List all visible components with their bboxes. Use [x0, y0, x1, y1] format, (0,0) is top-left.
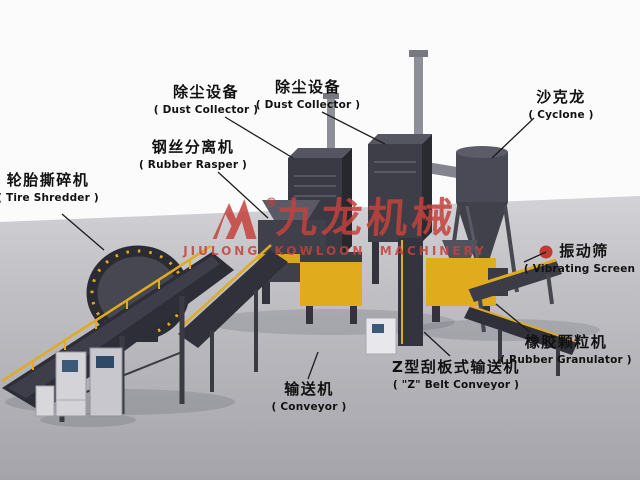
label-z-belt-conveyor: Z型刮板式输送机 ( "Z" Belt Conveyor ): [392, 358, 520, 392]
exhaust-pipes: [323, 50, 461, 179]
label-vibrating-screen: 振动筛 ( Vibrating Screen ): [523, 242, 640, 276]
registered-trademark-symbol: ®: [264, 196, 279, 211]
label-en: ( Vibrating Screen ): [523, 263, 640, 276]
label-tire-shredder: 轮胎撕碎机 ( Tire Shredder ): [0, 171, 99, 205]
label-zh: 振动筛: [559, 242, 609, 260]
brand-logo-icon: [212, 199, 257, 239]
label-zh: 轮胎撕碎机: [6, 171, 90, 189]
label-en: ( "Z" Belt Conveyor ): [392, 379, 520, 392]
label-cyclone: 沙克龙 ( Cyclone ): [528, 88, 594, 122]
label-en: ( Dust Collector ): [255, 99, 361, 112]
label-zh: 输送机: [284, 380, 334, 398]
dust-collector-2-machine: [368, 134, 432, 284]
label-en: ( Cyclone ): [528, 109, 594, 122]
label-conveyor: 输送机 ( Conveyor ): [271, 380, 347, 414]
middle-conveyor-machine: [178, 244, 288, 392]
label-zh: 除尘设备: [172, 83, 239, 101]
label-zh: 钢丝分离机: [151, 138, 235, 156]
brand-watermark: ® 九龙机械 JIULONG KOWLOON MACHINERY: [168, 194, 502, 258]
label-en: ( Rubber Granulator ): [500, 354, 632, 367]
label-leader-lines: [61, 111, 547, 380]
label-dust-collector-2: 除尘设备 ( Dust Collector ): [255, 78, 361, 112]
label-dust-collector-1: 除尘设备 ( Dust Collector ): [153, 83, 259, 117]
label-rubber-rasper: 钢丝分离机 ( Rubber Rasper ): [138, 138, 248, 172]
label-en: ( Dust Collector ): [153, 104, 259, 117]
label-zh: 沙克龙: [536, 88, 586, 106]
brand-name-en: JIULONG KOWLOON MACHINERY: [183, 244, 487, 258]
brand-name-zh: 九龙机械: [274, 194, 459, 242]
discharge-conveyor-machine: [464, 305, 579, 376]
label-en: ( Rubber Rasper ): [138, 159, 248, 172]
vibrating-screen-machine: [467, 245, 562, 333]
label-zh: Z型刮板式输送机: [392, 358, 520, 376]
control-cabinets: [35, 347, 123, 417]
label-en: ( Tire Shredder ): [0, 192, 99, 205]
z-belt-conveyor-machine: [365, 238, 423, 355]
label-rubber-granulator: 橡胶颗粒机 ( Rubber Granulator ): [500, 333, 632, 367]
label-zh: 橡胶颗粒机: [524, 333, 608, 351]
screening-machine: [300, 252, 362, 324]
label-zh: 除尘设备: [274, 78, 341, 96]
label-en: ( Conveyor ): [271, 401, 347, 414]
